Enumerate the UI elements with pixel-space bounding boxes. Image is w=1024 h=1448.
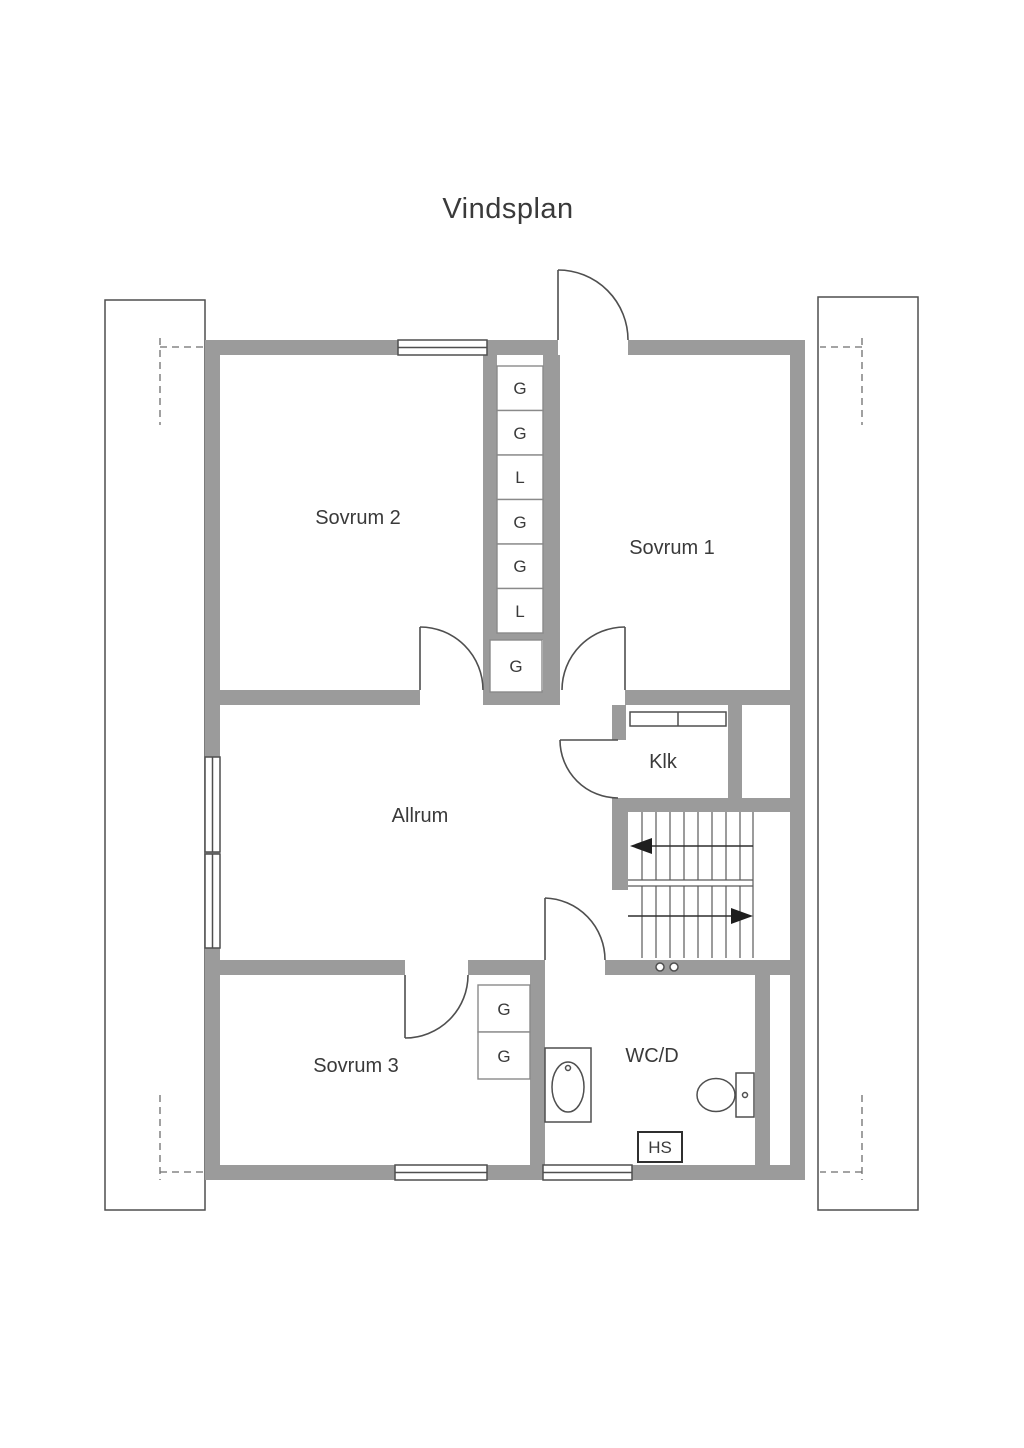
sovrum3-wardrobes: G G: [477, 984, 531, 1080]
door-sovrum3: [404, 974, 469, 1039]
wall-lower-mid: [468, 960, 530, 975]
window-icon: [397, 339, 488, 356]
klk-shelf-icon: [629, 711, 727, 727]
wardrobe-label: G: [513, 424, 526, 443]
wall-bottom-a: [205, 1165, 395, 1180]
window-icon: [204, 853, 221, 949]
window-icon: [204, 756, 221, 853]
door-sovrum2: [419, 626, 484, 691]
wall-stairhall-left: [612, 812, 628, 890]
door-klk: [559, 739, 619, 799]
door-wcd: [544, 897, 606, 961]
wardrobe-label: G: [497, 1000, 510, 1019]
wardrobe-label: L: [515, 602, 524, 621]
arrow-left-icon: [630, 838, 652, 854]
room-label-klk: Klk: [649, 751, 678, 773]
wall-above-stairs: [612, 798, 790, 812]
door-top-entrance: [557, 269, 629, 341]
wall-mid-right: [625, 690, 805, 705]
window-icon: [394, 1164, 488, 1181]
room-label-sovrum3: Sovrum 3: [313, 1055, 399, 1077]
wall-wcd-right: [755, 960, 770, 1165]
wall-klk-right: [728, 705, 742, 798]
wardrobe-label: G: [497, 1047, 510, 1066]
doors: [404, 269, 629, 1039]
wall-top-b: [487, 340, 558, 355]
wardrobe-label: G: [509, 657, 522, 676]
wardrobe-label: G: [513, 379, 526, 398]
hs-cabinet: HS: [637, 1131, 683, 1163]
stair-direction-up: [630, 838, 753, 854]
room-labels: Sovrum 2 Sovrum 1 Allrum Klk Sovrum 3 WC…: [313, 507, 715, 1077]
left-roof-panel: [104, 299, 206, 1211]
wall-mid-left: [205, 690, 420, 705]
room-label-sovrum2: Sovrum 2: [315, 507, 401, 529]
wall-bottom-b: [487, 1165, 543, 1180]
windows: [204, 339, 633, 1181]
wardrobe-column: G G L G G L: [496, 365, 544, 634]
sink-icon: [544, 1047, 592, 1123]
hs-cabinet-label: HS: [648, 1138, 672, 1157]
right-roof-panel: [817, 296, 919, 1211]
wall-closet-bottom: [497, 630, 543, 640]
wall-bottom-c: [632, 1165, 805, 1180]
walls: [205, 340, 805, 1180]
wardrobe-label: L: [515, 468, 524, 487]
stair-treads: [628, 812, 754, 958]
wall-closet-left: [483, 355, 497, 692]
wall-top-c: [628, 340, 805, 355]
wall-lower-left: [205, 960, 405, 975]
wall-closet-right: [543, 355, 560, 692]
door-sovrum1: [561, 626, 626, 691]
wall-wcd-left: [530, 960, 545, 1165]
stairs: [628, 812, 754, 972]
stair-wall-symbol: [655, 962, 679, 972]
room-label-sovrum1: Sovrum 1: [629, 537, 715, 559]
stair-direction-down: [628, 908, 753, 924]
wall-lower-right: [605, 960, 805, 975]
hall-wardrobe: G: [489, 639, 543, 693]
wardrobe-label: G: [513, 557, 526, 576]
arrow-right-icon: [731, 908, 753, 924]
room-label-wcd: WC/D: [625, 1045, 678, 1067]
wardrobe-label: G: [513, 513, 526, 532]
wall-right-outer: [790, 340, 805, 1180]
wall-mid-center: [483, 690, 560, 705]
page-title: Vindsplan: [442, 193, 573, 225]
toilet-icon: [696, 1072, 755, 1118]
wall-klk-left-stub: [612, 705, 626, 740]
wall-top-a: [205, 340, 398, 355]
room-label-allrum: Allrum: [392, 805, 449, 827]
window-icon: [542, 1164, 633, 1181]
